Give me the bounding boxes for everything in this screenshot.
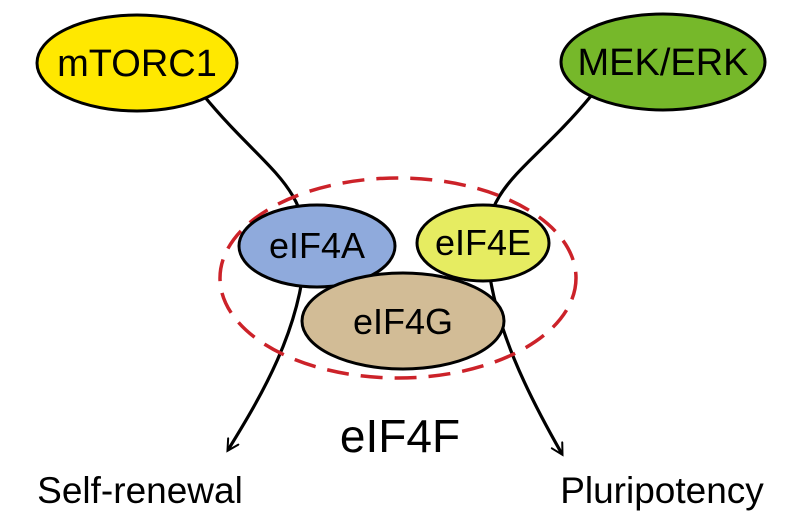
node-eif4a [237,203,397,289]
node-eif4g [300,271,506,371]
node-mtorc1 [35,13,239,113]
node-eif4a-label: eIF4A [269,225,365,266]
eif4f-complex-label: eIF4F [340,410,460,462]
node-mekerk [559,12,767,112]
output-pluripotency-label: Pluripotency [560,470,764,511]
node-eif4e [415,203,551,283]
node-eif4e-label: eIF4E [435,222,531,263]
node-mtorc1-label: mTORC1 [57,43,217,85]
node-eif4g-label: eIF4G [353,301,453,342]
eif4f-complex-boundary [218,176,578,380]
output-self-renewal-label: Self-renewal [37,470,243,511]
node-mekerk-label: MEK/ERK [577,42,748,84]
